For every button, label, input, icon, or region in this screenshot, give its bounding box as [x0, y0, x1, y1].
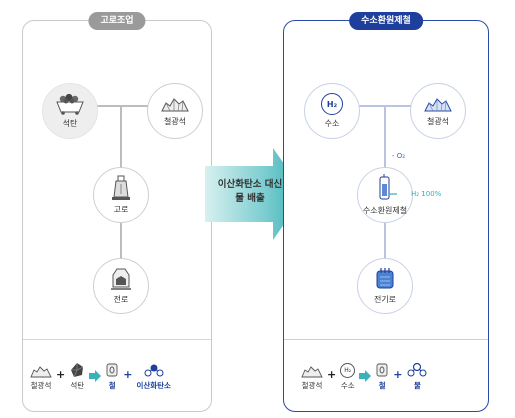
coal-label: 석탄 [62, 119, 78, 128]
co2-molecule-icon [144, 364, 164, 377]
transition-text: 이산화탄소 대신 물 배출 [205, 178, 295, 206]
plus-sign: + [327, 368, 337, 381]
iron-ore-label: 철광석 [426, 117, 450, 126]
transition-line-2: 물 배출 [235, 193, 265, 204]
electric-furnace-icon [376, 268, 394, 289]
blast-furnace-icon [112, 175, 130, 200]
plus-sign: + [56, 368, 66, 381]
electric-furnace-node: 전기로 [357, 258, 413, 314]
left-panel-title: 고로조업 [88, 12, 146, 30]
hydrogen-reduction-node: 수소환원제철 [357, 167, 413, 223]
hydrogen-label: 수소 [324, 119, 340, 128]
eq-iron-ore: 철광석 [301, 364, 323, 391]
electric-furnace-label: 전기로 [373, 295, 397, 304]
iron-ore-node: 철광석 [147, 83, 203, 139]
eq-co2: 이산화탄소 [136, 362, 171, 391]
eq-co2-label: 이산화탄소 [136, 381, 171, 390]
reduction-reactor-icon [379, 174, 397, 200]
eq-coal-label: 석탄 [70, 381, 85, 390]
eq-iron-label: 철 [108, 381, 116, 390]
teal-arrow-icon [89, 370, 102, 382]
teal-arrow-icon [359, 370, 372, 382]
left-equation: 철광석 + 석탄 철 + 이산화탄소 [30, 362, 171, 391]
h2-input-label: H₂ 100% [411, 190, 442, 198]
right-panel-hydrogen-reduction: 수소환원제철 H₂ 수소 철광석 수소환원제철 - O₂ H₂ 100% [283, 12, 489, 412]
h2-icon: H₂ [321, 93, 343, 115]
converter-icon [111, 268, 131, 290]
iron-ore-icon [301, 366, 323, 378]
eq-hydrogen-label: 수소 [340, 381, 355, 390]
panel-divider [23, 339, 211, 340]
water-molecule-icon [407, 362, 427, 377]
steel-coil-icon [376, 363, 388, 377]
iron-ore-icon [30, 366, 52, 378]
o2-output-label: - O₂ [392, 152, 406, 160]
steel-coil-icon [106, 363, 118, 377]
eq-iron-ore: 철광석 [30, 364, 52, 391]
eq-iron-ore-label: 철광석 [301, 381, 323, 390]
blast-furnace-node: 고로 [93, 167, 149, 223]
plus-sign: + [123, 368, 133, 381]
h2-icon: H₂ [340, 363, 356, 378]
plus-sign: + [393, 368, 403, 381]
eq-water-label: 물 [413, 381, 421, 390]
iron-ore-label: 철광석 [163, 117, 187, 126]
eq-iron: 철 [105, 362, 119, 391]
eq-water: 물 [406, 362, 428, 391]
panel-divider [284, 339, 488, 340]
coal-node: 석탄 [42, 83, 98, 139]
eq-iron-ore-label: 철광석 [30, 381, 52, 390]
hydrogen-reduction-label: 수소환원제철 [362, 206, 408, 215]
iron-ore-icon [161, 98, 189, 112]
transition-line-1: 이산화탄소 대신 [217, 179, 283, 190]
hydrogen-node: H₂ 수소 [304, 83, 360, 139]
coal-icon [71, 363, 84, 378]
iron-ore-node: 철광석 [410, 83, 466, 139]
right-panel-title: 수소환원제철 [349, 12, 423, 30]
converter-label: 전로 [113, 295, 129, 304]
left-panel-blast-furnace: 고로조업 석탄 철광석 고로 [22, 12, 212, 412]
converter-node: 전로 [93, 258, 149, 314]
eq-iron-label: 철 [378, 381, 386, 390]
blast-furnace-label: 고로 [113, 205, 129, 214]
eq-iron: 철 [375, 362, 389, 391]
eq-hydrogen: H₂ 수소 [340, 363, 356, 391]
transition-arrow-icon [205, 148, 305, 240]
right-equation: 철광석 + H₂ 수소 철 + 물 [301, 362, 428, 391]
eq-coal: 석탄 [69, 362, 85, 391]
iron-ore-icon [424, 98, 452, 112]
coal-cart-icon [56, 93, 84, 115]
